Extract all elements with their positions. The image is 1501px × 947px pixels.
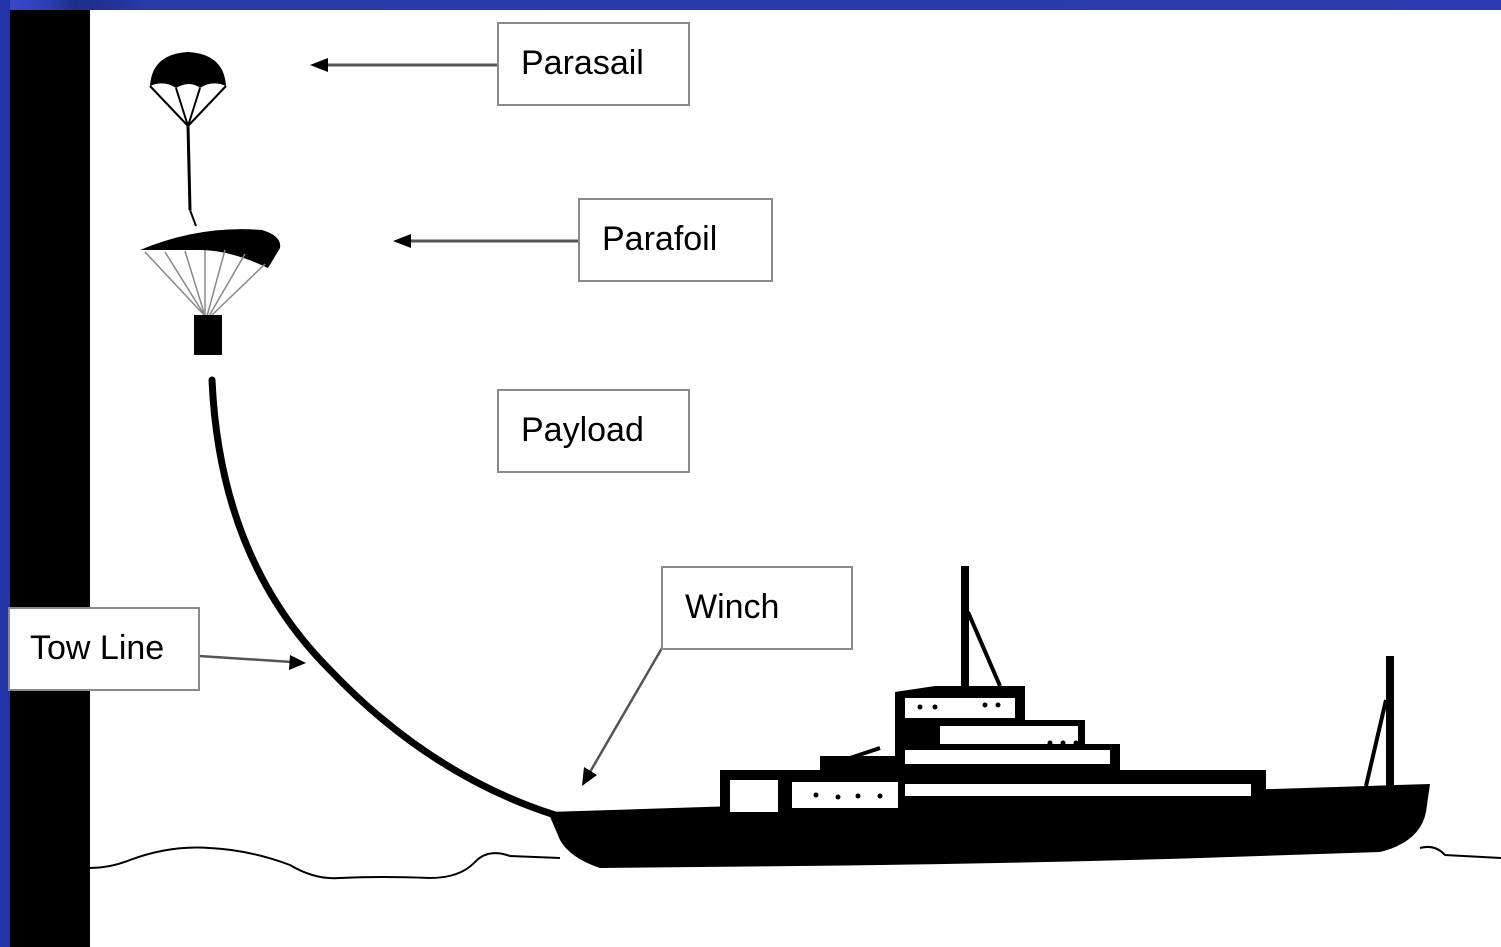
parafoil-arrow — [393, 234, 580, 248]
parafoil-icon — [140, 229, 281, 317]
ship-icon — [548, 566, 1430, 868]
payload-icon — [194, 315, 222, 355]
tow-line — [208, 376, 559, 819]
winch-arrow — [582, 647, 664, 786]
left-edge-strip — [0, 0, 10, 947]
tow-line-arrow — [198, 654, 306, 670]
parasail-icon — [149, 52, 227, 227]
winch-label: Winch — [661, 566, 853, 650]
left-black-bar — [0, 10, 90, 947]
parasail-arrow — [310, 58, 500, 72]
payload-label: Payload — [497, 389, 690, 473]
tow-line-label: Tow Line — [8, 607, 200, 691]
water-line — [89, 845, 1501, 880]
parafoil-label: Parafoil — [578, 198, 773, 282]
parasail-label: Parasail — [497, 22, 690, 106]
